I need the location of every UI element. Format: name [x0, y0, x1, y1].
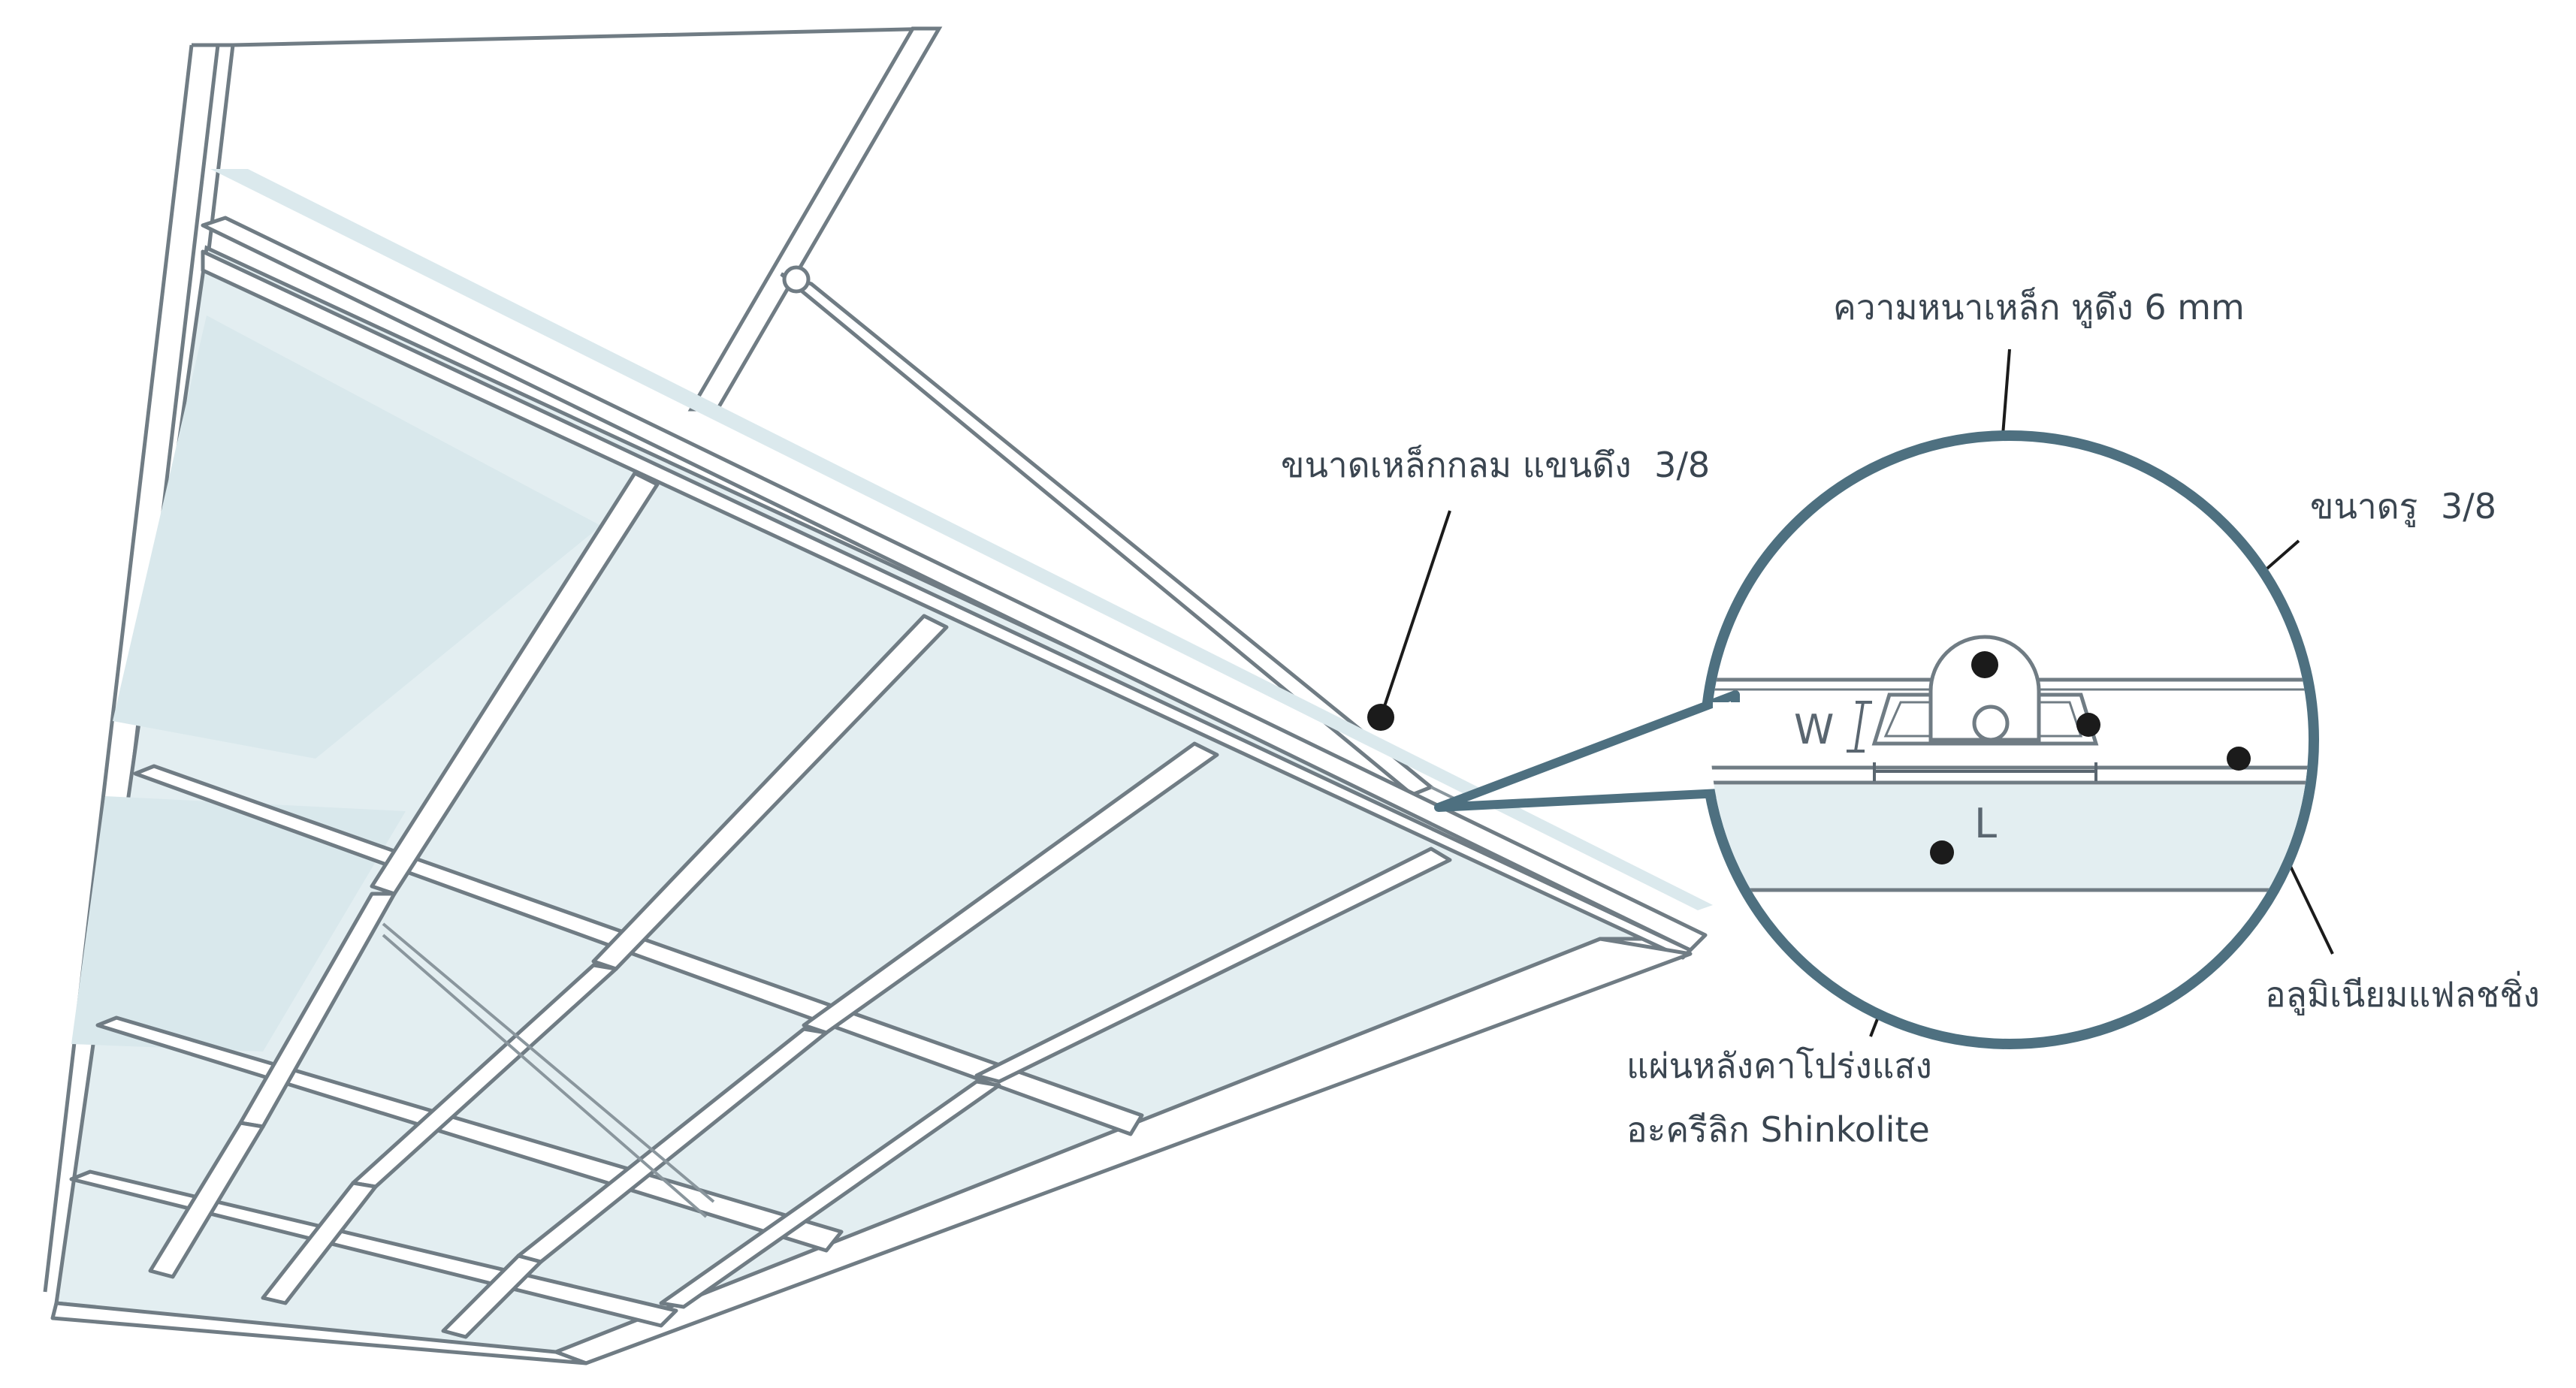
label-rod-size-text: ขนาดเหล็กกลม แขนดึง — [1281, 445, 1632, 485]
thickness-callout-dot — [1971, 651, 1998, 678]
label-aluminium: อลูมิเนียมแฟลชชิ่ง — [2265, 970, 2540, 1015]
label-hole-size-fraction: 3/8 — [2441, 486, 2496, 527]
label-rod-size: ขนาดเหล็กกลม แขนดึง 3/8 — [1281, 445, 1710, 485]
rod-callout-dot — [1367, 704, 1394, 731]
label-rod-size-fraction: 3/8 — [1654, 445, 1710, 485]
aluminium-flashing — [1711, 765, 2309, 785]
eye-hole — [1972, 705, 2010, 742]
panel-callout-dot — [1930, 840, 1954, 864]
hole-callout-dot — [2076, 713, 2100, 737]
width-mark: W — [1794, 706, 1834, 753]
detail-pointer — [1434, 690, 1740, 812]
label-panel-line2: อะครีลิก Shinkolite — [1626, 1109, 1930, 1150]
eye-plate — [1928, 635, 2041, 742]
label-panel-line1: แผ่นหลังคาโปร่งแสง — [1626, 1046, 1932, 1086]
labels: ความหนาเหล็ก หูดึง 6 mm ขนาดเหล็กกลม แขน… — [1281, 287, 2540, 1150]
length-mark: L — [1974, 800, 1997, 847]
label-hole-size: ขนาดรู 3/8 — [2310, 486, 2496, 527]
detail-callout: W L — [1434, 430, 2319, 1049]
aluminium-callout-dot — [2227, 747, 2251, 771]
label-hole-size-text: ขนาดรู — [2310, 486, 2417, 527]
panel-section — [1711, 785, 2309, 890]
canopy-frame — [50, 216, 1708, 1365]
label-steel-thickness: ความหนาเหล็ก หูดึง 6 mm — [1833, 287, 2245, 328]
